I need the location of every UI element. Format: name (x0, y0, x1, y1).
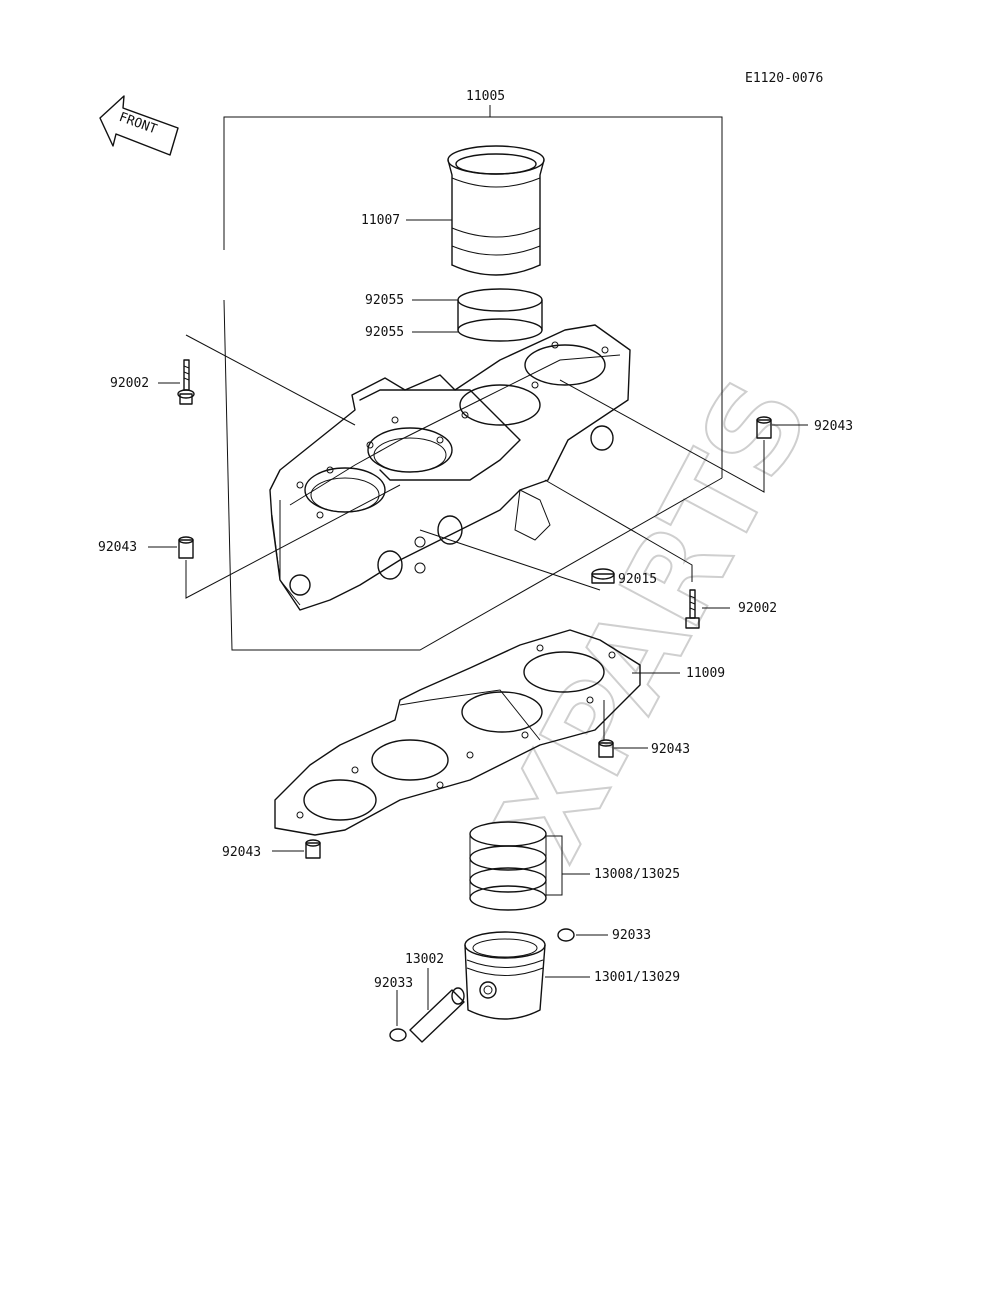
bolt-left-drawing (177, 359, 195, 405)
head-gasket-drawing (274, 629, 641, 836)
label-ring-set: 13008/13025 (594, 867, 680, 882)
front-arrow-icon: FRONT (99, 95, 179, 156)
dowel-gasket-left-drawing (305, 839, 321, 859)
leader-dowel-right (559, 379, 765, 493)
cylinder-block-drawing (269, 324, 631, 611)
piston-drawing (464, 931, 546, 1020)
leader-plug (419, 529, 601, 591)
piston-pin-drawing (409, 987, 465, 1043)
label-cylinder-assy: 11005 (466, 89, 505, 104)
piston-rings-drawing (469, 821, 590, 911)
label-bolt-left: 92002 (110, 376, 149, 391)
ref-code: E1120-0076 (745, 71, 823, 86)
leader-dowel-left (185, 484, 401, 599)
circlip-right-drawing (557, 928, 575, 942)
label-oring-top: 92055 (365, 293, 404, 308)
dowel-right-top-drawing (756, 416, 772, 439)
label-dowel-gasket-right: 92043 (651, 742, 690, 757)
label-liner: 11007 (361, 213, 400, 228)
label-pin: 13002 (405, 952, 444, 967)
bolt-right-drawing (685, 589, 700, 629)
label-dowel-left: 92043 (98, 540, 137, 555)
label-gasket: 11009 (686, 666, 725, 681)
circlip-left-drawing (389, 1028, 407, 1042)
watermark: XPARTS (471, 358, 837, 880)
label-circlip-left: 92033 (374, 976, 413, 991)
label-oring-bottom: 92055 (365, 325, 404, 340)
label-dowel-gasket-left: 92043 (222, 845, 261, 860)
leader-bolt-left (185, 334, 356, 426)
label-circlip-right: 92033 (612, 928, 651, 943)
label-dowel-right-top: 92043 (814, 419, 853, 434)
dowel-gasket-right-drawing (598, 739, 614, 758)
label-piston: 13001/13029 (594, 970, 680, 985)
leader-bolt-right (544, 479, 693, 582)
oring-top-drawing (457, 288, 543, 312)
assembly-bracket (223, 105, 723, 651)
label-bolt-right: 92002 (738, 601, 777, 616)
cylinder-liner-drawing (447, 145, 545, 276)
dowel-left-drawing (178, 536, 194, 559)
oring-bottom-drawing (457, 318, 543, 342)
label-plug: 92015 (618, 572, 657, 587)
plug-drawing (591, 568, 615, 584)
